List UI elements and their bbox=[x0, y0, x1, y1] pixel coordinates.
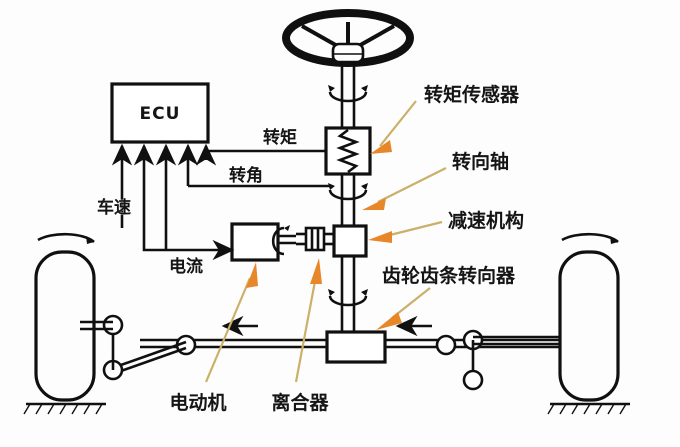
pointer-steering-shaft bbox=[362, 167, 447, 210]
rack-and-pinion-label: 齿轮齿条转向器 bbox=[382, 264, 516, 287]
ecu-label: ECU bbox=[140, 104, 181, 124]
steering-shaft-upper bbox=[328, 62, 368, 130]
angle-signal-label: 转角 bbox=[229, 165, 263, 186]
torque-signal-label: 转矩 bbox=[263, 127, 297, 148]
ecu-input-arrows bbox=[111, 143, 217, 216]
pointer-rack-and-pinion bbox=[376, 287, 431, 330]
vehicle-speed-label: 车速 bbox=[97, 197, 131, 218]
clutch-label: 离合器 bbox=[271, 391, 329, 414]
left-wheel bbox=[23, 232, 106, 415]
steering-shaft-label: 转向轴 bbox=[452, 150, 509, 173]
electric-motor-box bbox=[230, 222, 296, 262]
pointer-torque-sensor bbox=[370, 100, 417, 154]
current-label: 电流 bbox=[169, 256, 203, 277]
electric-motor-label: 电动机 bbox=[169, 391, 226, 414]
left-steering-linkage bbox=[80, 314, 197, 381]
reduction-mechanism-label: 减速机构 bbox=[448, 209, 524, 232]
pointer-electric-motor bbox=[204, 262, 258, 383]
torque-signal-wire bbox=[204, 149, 326, 160]
steering-wheel bbox=[282, 9, 414, 67]
right-wheel bbox=[547, 232, 630, 415]
current-wire bbox=[142, 196, 235, 261]
steering-shaft-lower bbox=[328, 256, 368, 332]
clutch-symbol bbox=[296, 226, 334, 252]
right-steering-linkage bbox=[435, 329, 560, 391]
torque-sensor-box bbox=[324, 126, 372, 176]
reduction-mechanism-box bbox=[332, 224, 368, 258]
steering-shaft-middle bbox=[328, 174, 368, 226]
pointer-reduction-mechanism bbox=[368, 220, 443, 243]
pointer-clutch bbox=[294, 258, 322, 383]
torque-sensor-label: 转矩传感器 bbox=[424, 83, 520, 106]
ecu-box bbox=[110, 82, 210, 144]
